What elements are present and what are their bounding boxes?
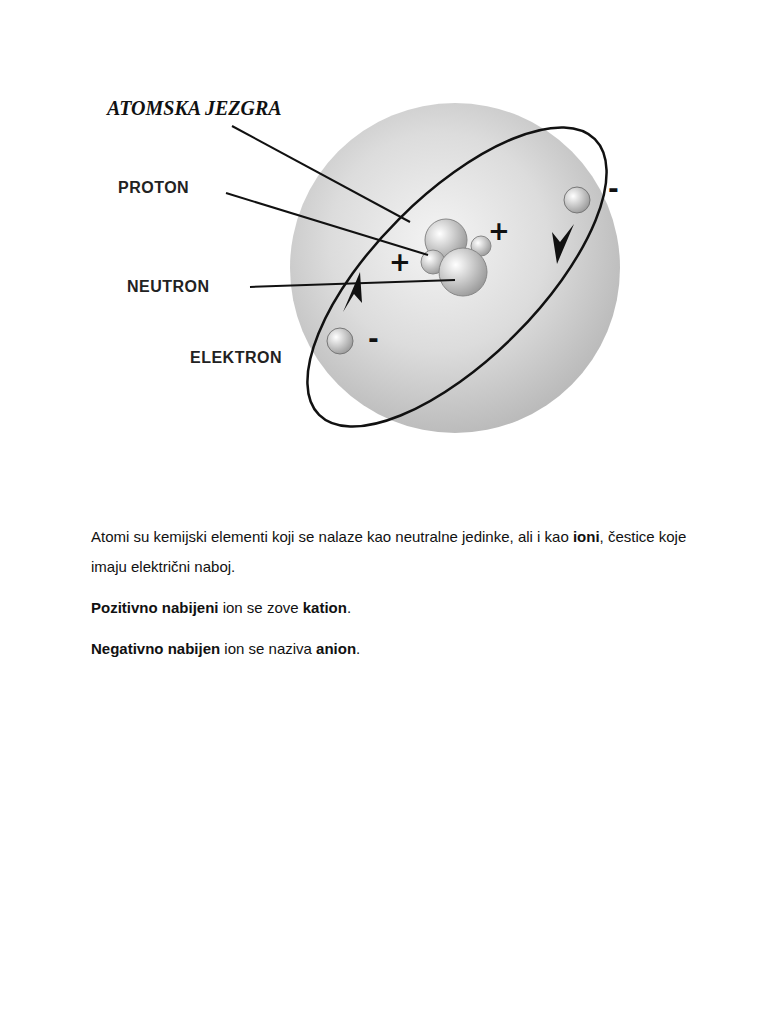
- nucleus-label: ATOMSKA JEZGRA: [107, 98, 282, 118]
- bold-term: Negativno nabijen: [91, 640, 220, 657]
- text-paragraph: Negativno nabijen ion se naziva anion.: [91, 634, 691, 664]
- electron-orbit: [261, 81, 653, 473]
- body-text: Atomi su kemijski elementi koji se nalaz…: [91, 528, 573, 545]
- charge-sign: +: [488, 218, 510, 244]
- leader-line: [250, 280, 455, 287]
- body-text: ion se zove: [219, 599, 303, 616]
- bold-term: Pozitivno nabijeni: [91, 599, 219, 616]
- bold-term: ioni: [573, 528, 600, 545]
- nucleus: [421, 219, 491, 296]
- charge-sign: -: [368, 326, 379, 352]
- charge-sign: +: [389, 249, 411, 275]
- electron: [327, 328, 353, 354]
- part-label: PROTON: [118, 180, 189, 196]
- text-paragraph: Pozitivno nabijeni ion se zove kation.: [91, 593, 691, 623]
- orbit-arrowhead: [343, 272, 362, 312]
- part-label: NEUTRON: [127, 279, 210, 295]
- electron: [564, 187, 590, 213]
- part-label: ELEKTRON: [190, 350, 282, 366]
- leader-line: [232, 126, 410, 222]
- charge-sign: -: [608, 176, 619, 202]
- text-paragraph: Atomi su kemijski elementi koji se nalaz…: [91, 522, 691, 582]
- body-text: .: [347, 599, 351, 616]
- orbit-arrowhead: [552, 224, 574, 264]
- body-text: .: [356, 640, 360, 657]
- body-text: ion se naziva: [220, 640, 316, 657]
- bold-term: kation: [303, 599, 347, 616]
- bold-term: anion: [316, 640, 356, 657]
- leader-line: [226, 193, 428, 255]
